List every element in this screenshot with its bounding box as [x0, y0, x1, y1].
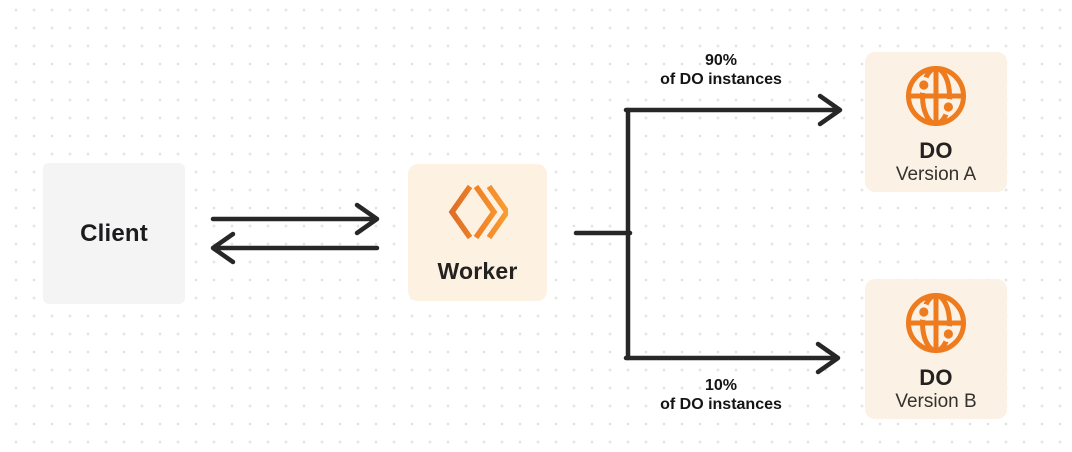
globe-icon: [906, 293, 966, 353]
do-version-a-node: DO Version A: [865, 52, 1007, 192]
split-bottom-caption: of DO instances: [660, 396, 782, 413]
split-top-caption: of DO instances: [660, 71, 782, 88]
split-bottom-arrow: [623, 341, 841, 375]
worker-node: Worker: [408, 164, 547, 301]
workers-icon: [448, 184, 508, 240]
split-top-label: 90% of DO instances: [621, 51, 821, 89]
do-version-b-node: DO Version B: [865, 279, 1007, 419]
do-version-b-title: DO: [919, 365, 953, 390]
split-top-percent: 90%: [704, 52, 738, 69]
client-to-worker-arrow: [210, 202, 380, 236]
globe-icon: [906, 66, 966, 126]
client-node: Client: [43, 163, 185, 304]
split-bottom-label: 10% of DO instances: [621, 376, 821, 414]
split-top-arrow: [623, 93, 843, 127]
split-bottom-percent: 10%: [704, 377, 738, 394]
do-version-a-title: DO: [919, 138, 953, 163]
do-version-a-subtitle: Version A: [895, 164, 977, 185]
do-version-b-subtitle: Version B: [895, 391, 977, 412]
worker-to-client-arrow: [210, 231, 380, 265]
client-node-label: Client: [80, 219, 148, 247]
worker-node-label: Worker: [437, 258, 518, 284]
